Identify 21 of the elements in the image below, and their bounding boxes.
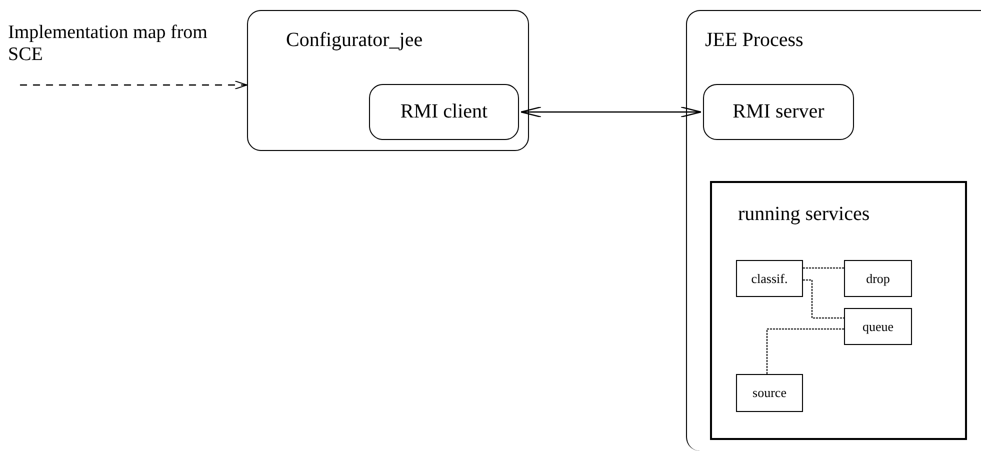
- arrow: [20, 80, 248, 90]
- box-label: queue: [862, 318, 894, 334]
- box-label: RMI client: [400, 100, 488, 124]
- service-box: [844, 260, 912, 297]
- double-arrow: [520, 106, 702, 118]
- component-box: [369, 84, 519, 140]
- service-box: [736, 374, 803, 412]
- box-label: RMI server: [732, 100, 824, 124]
- connector-line: [766, 328, 844, 374]
- box-title: running services: [738, 203, 870, 226]
- component-box: [703, 84, 854, 140]
- box-label: drop: [866, 270, 890, 286]
- service-box: [736, 260, 803, 297]
- component-box: [247, 10, 529, 151]
- box-label: source: [752, 385, 786, 401]
- services-box: [710, 181, 967, 440]
- service-box: [844, 308, 912, 345]
- box-title: Configurator_jee: [286, 29, 423, 52]
- box-label: classif.: [751, 270, 788, 286]
- box-title: JEE Process: [705, 29, 804, 52]
- connector-line: [802, 280, 844, 318]
